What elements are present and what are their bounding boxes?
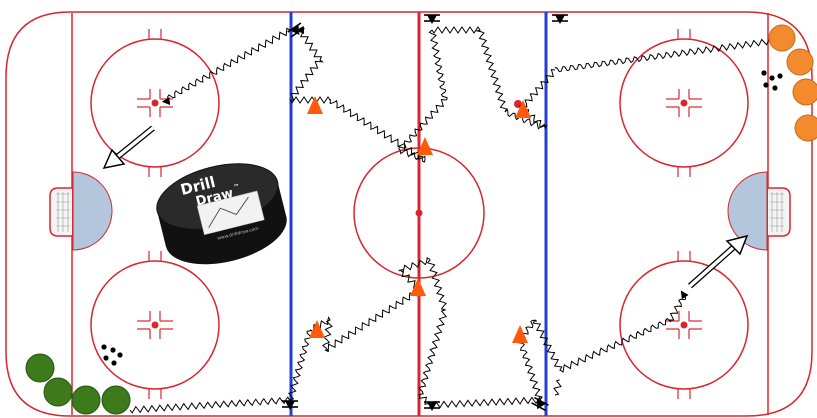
goal-net-left	[50, 188, 72, 236]
orange-player-icon	[795, 115, 817, 141]
rink-boards	[6, 12, 812, 416]
goal-net-right	[768, 188, 790, 236]
green-player-icon	[102, 386, 130, 414]
orange-player-icon	[769, 25, 795, 51]
center-faceoff-dot	[416, 210, 423, 217]
orange-player-icon	[793, 79, 817, 105]
green-player-icon	[44, 378, 72, 406]
green-player-icon	[72, 386, 100, 414]
orange-player-icon	[787, 49, 813, 75]
green-player-icon	[26, 354, 54, 382]
